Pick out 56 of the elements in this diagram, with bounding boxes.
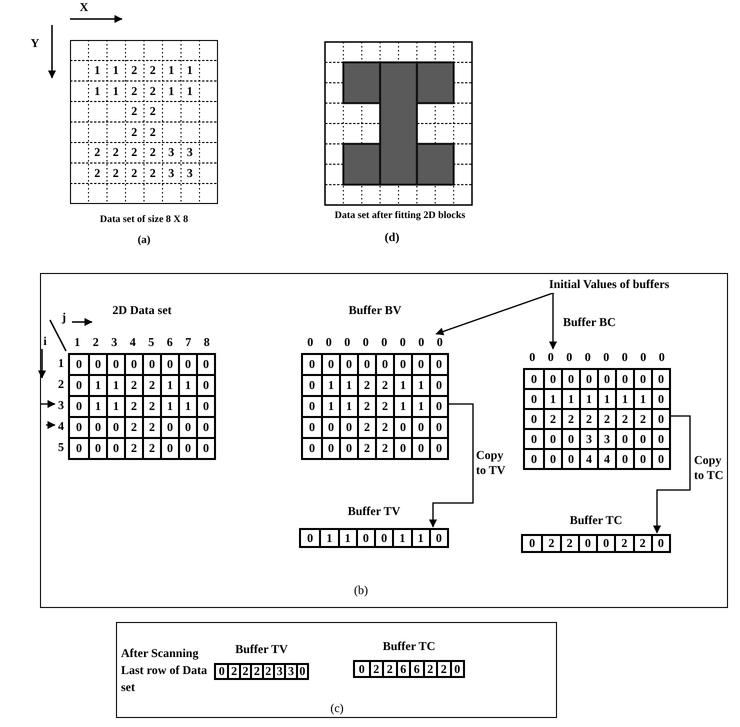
grid-row: 0 0 0 2 2 0 0 0 [68,437,216,460]
connector-arrow [46,421,56,429]
number-row-text: 1 1 2 2 1 1 [93,62,194,79]
grid-row: 0 0 0 2 2 0 0 0 [301,416,449,439]
grid-row: 0 0 0 0 0 0 0 0 [301,353,449,376]
buffer-title: Buffer TV [346,504,402,519]
grid-row: 0 1 1 2 2 1 1 0 [68,374,216,397]
number-row-text: 2 2 2 2 3 3 [93,164,194,182]
grid-row: 0 0 0 2 2 0 0 0 [301,437,449,460]
dotted-grid [70,40,218,204]
buffer-title: Buffer TC [382,639,436,654]
buffer-row: 0 1 1 0 0 1 1 0 [299,528,449,548]
grid-title: Buffer BC [563,315,617,330]
grid-title: 2D Data set [111,303,173,318]
grid-row: 0 2 2 2 2 2 2 0 [523,408,671,430]
label-text: j [60,310,67,325]
label-text: X [78,0,90,15]
number-row-text: 1 1 2 2 1 1 [93,82,194,100]
grid-row: 0 1 1 2 2 1 1 0 [301,374,449,397]
panel-frame [40,273,728,608]
node-label: (a) [136,234,152,246]
connector-arrow [549,292,557,350]
connector-arrow [41,400,56,408]
initial-values-row-text: 0 0 0 0 0 0 0 0 [306,335,444,349]
index-letter: i [42,334,48,349]
label-text: After Scanning Last row of Data set [121,645,208,696]
connector-arrow [429,403,474,528]
grid-title: Buffer BV [348,303,402,318]
node-label: Data set of size 8 X 8 [98,214,190,225]
label-text: Data set after fitting 2D blocks [334,210,466,221]
grid-row: 0 1 1 1 1 1 1 0 [523,388,671,410]
grid-row: 0 1 1 2 2 1 1 0 [68,395,216,418]
grid-row: 0 0 0 3 3 0 0 0 [523,428,671,450]
panel-label: (c) [329,701,345,716]
column-numbers: 1 2 3 4 5 6 7 8 [73,335,211,349]
connector-arrow [436,291,556,336]
buffer-title: Buffer TC [568,513,624,528]
initial-values-row-text: 0 0 0 0 0 0 0 0 [528,350,666,364]
buffer-title: Buffer TV [234,642,289,657]
row-numbers: 1 2 3 4 5 [57,355,65,456]
grid-row: 0 0 0 0 0 0 0 0 [523,368,671,390]
number-row-text: 2 2 [130,124,157,140]
number-row-text: 2 2 2 2 3 3 [93,144,194,161]
number-row-text: 2 2 [130,103,157,120]
label-text: (d) [384,230,400,245]
grid-row: 0 1 1 2 2 1 1 0 [301,395,449,418]
grid-row: 0 0 0 2 2 0 0 0 [68,416,216,439]
buffer-row: 0 2 2 2 2 3 3 0 [214,663,309,680]
connector-arrow [653,415,691,534]
buffer-row: 0 2 2 0 0 2 2 0 [521,534,671,553]
buffer-row: 0 2 2 6 6 2 2 0 [353,660,465,678]
grid-row: 0 0 0 0 0 0 0 0 [68,353,216,376]
panel-frame [116,622,557,718]
grid-row: 0 0 0 4 4 0 0 0 [523,448,671,470]
panel-label: (b) [353,583,369,598]
label-text: Y [30,36,40,51]
